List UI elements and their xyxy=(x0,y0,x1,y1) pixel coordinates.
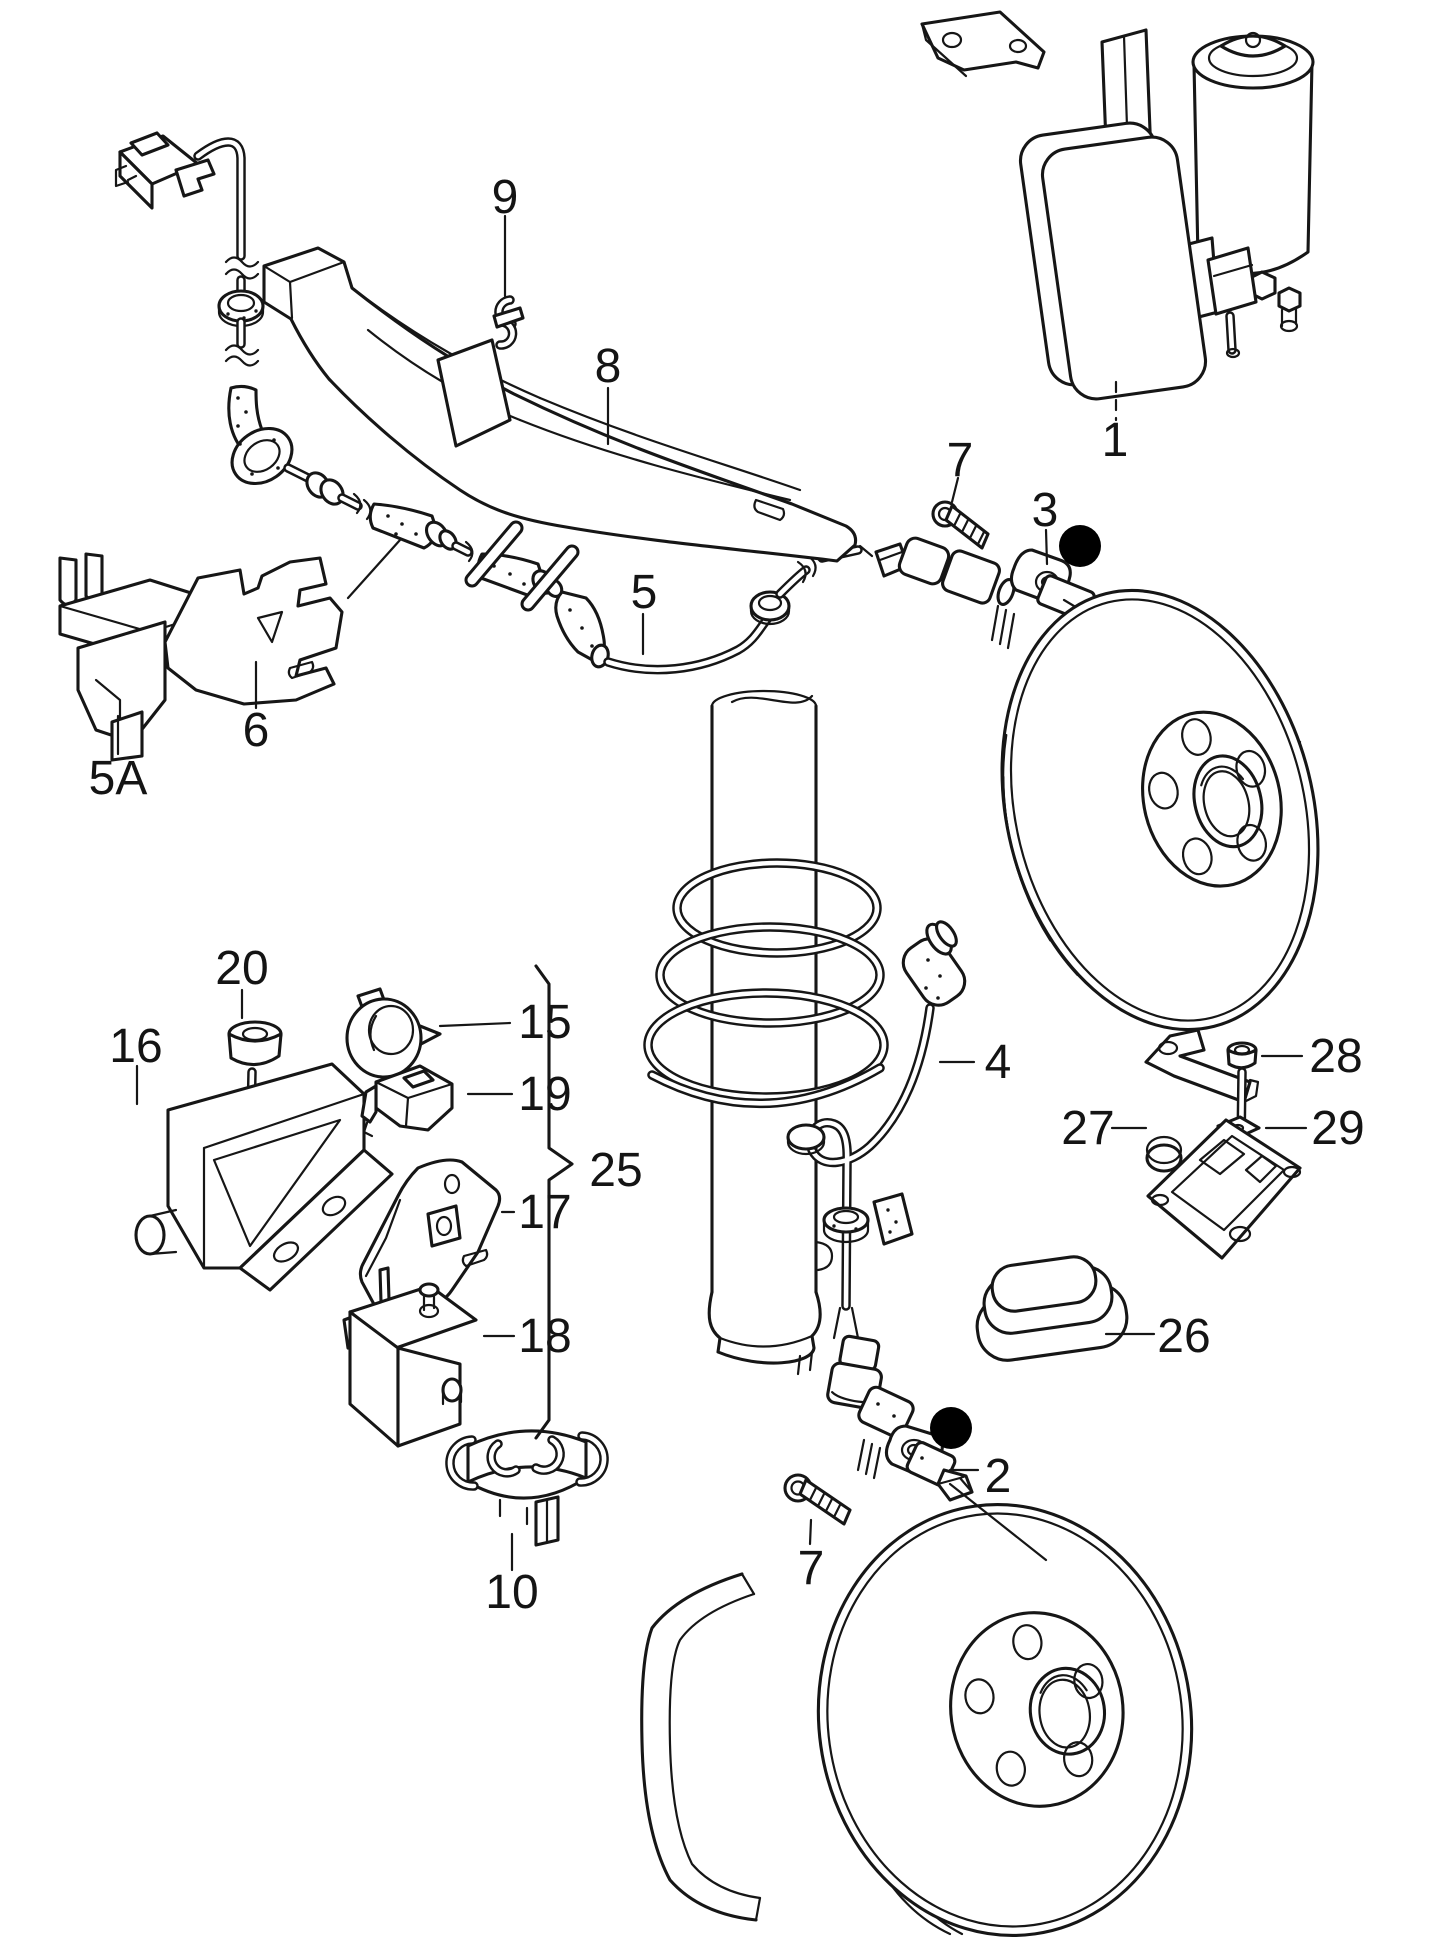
grommet-part-26 xyxy=(975,1255,1129,1362)
part-label-4: 4 xyxy=(985,1036,1012,1089)
part-label-8: 8 xyxy=(595,340,622,393)
bolt-part-7-bottom xyxy=(783,1473,852,1526)
clip-part-19 xyxy=(360,1064,454,1138)
clip-part-9 xyxy=(492,295,525,350)
subframe-arm-part-8 xyxy=(262,246,858,612)
filled-dot-marker-near-2 xyxy=(930,1407,972,1449)
part-label-18: 18 xyxy=(518,1310,571,1363)
bracket-part-18 xyxy=(348,1282,478,1448)
part-label-3: 3 xyxy=(1032,484,1059,537)
part-label-25: 25 xyxy=(589,1144,642,1197)
part-label-26: 26 xyxy=(1157,1310,1210,1363)
grommet-part-15 xyxy=(345,987,442,1079)
part-label-19: 19 xyxy=(518,1068,571,1121)
part-label-29: 29 xyxy=(1311,1102,1364,1155)
group-brace-part-25 xyxy=(534,964,574,1440)
retainer-part-10 xyxy=(445,1429,609,1547)
front-brake-disc-top xyxy=(1000,588,1320,1032)
front-brake-disc-bottom xyxy=(816,1502,1194,1938)
part-label-1: 1 xyxy=(1102,414,1129,467)
part-label-5: 5 xyxy=(631,566,658,619)
part-label-28: 28 xyxy=(1309,1030,1362,1083)
bracket-part-6 xyxy=(163,538,402,706)
abs-hydraulic-unit-part-1 xyxy=(920,10,1315,401)
part-label-10: 10 xyxy=(485,1566,538,1619)
bolt-part-7-top xyxy=(931,500,990,550)
harness-connector-top-left xyxy=(114,131,294,486)
strut-with-coil-spring xyxy=(643,689,889,1376)
wheel-speed-sensor-part-2 xyxy=(856,1385,974,1502)
bracket-part-16 xyxy=(134,1062,394,1292)
part-label-7-top: 7 xyxy=(947,434,974,487)
part-label-16: 16 xyxy=(109,1020,162,1073)
part-label-27: 27 xyxy=(1061,1102,1114,1155)
part-label-17: 17 xyxy=(518,1186,571,1239)
part-label-15: 15 xyxy=(518,996,571,1049)
sensor-cable-part-4 xyxy=(786,920,967,1411)
part-label-9: 9 xyxy=(492,171,519,224)
part-label-7-bottom: 7 xyxy=(798,1542,825,1595)
part-label-6: 6 xyxy=(243,704,270,757)
leader-lines xyxy=(116,214,1308,1572)
sensor-module-part-27-group xyxy=(1144,1028,1302,1260)
part-label-2: 2 xyxy=(985,1450,1012,1503)
leader-sensor-2-to-disc xyxy=(948,1482,1048,1562)
part-number-labels: 1 2 3 4 5 5A 6 7 7 8 9 10 15 16 17 18 19… xyxy=(89,171,1365,1619)
part-label-5a: 5A xyxy=(89,752,148,805)
filled-dot-marker-near-3 xyxy=(1059,525,1101,567)
part-label-20: 20 xyxy=(215,942,268,995)
